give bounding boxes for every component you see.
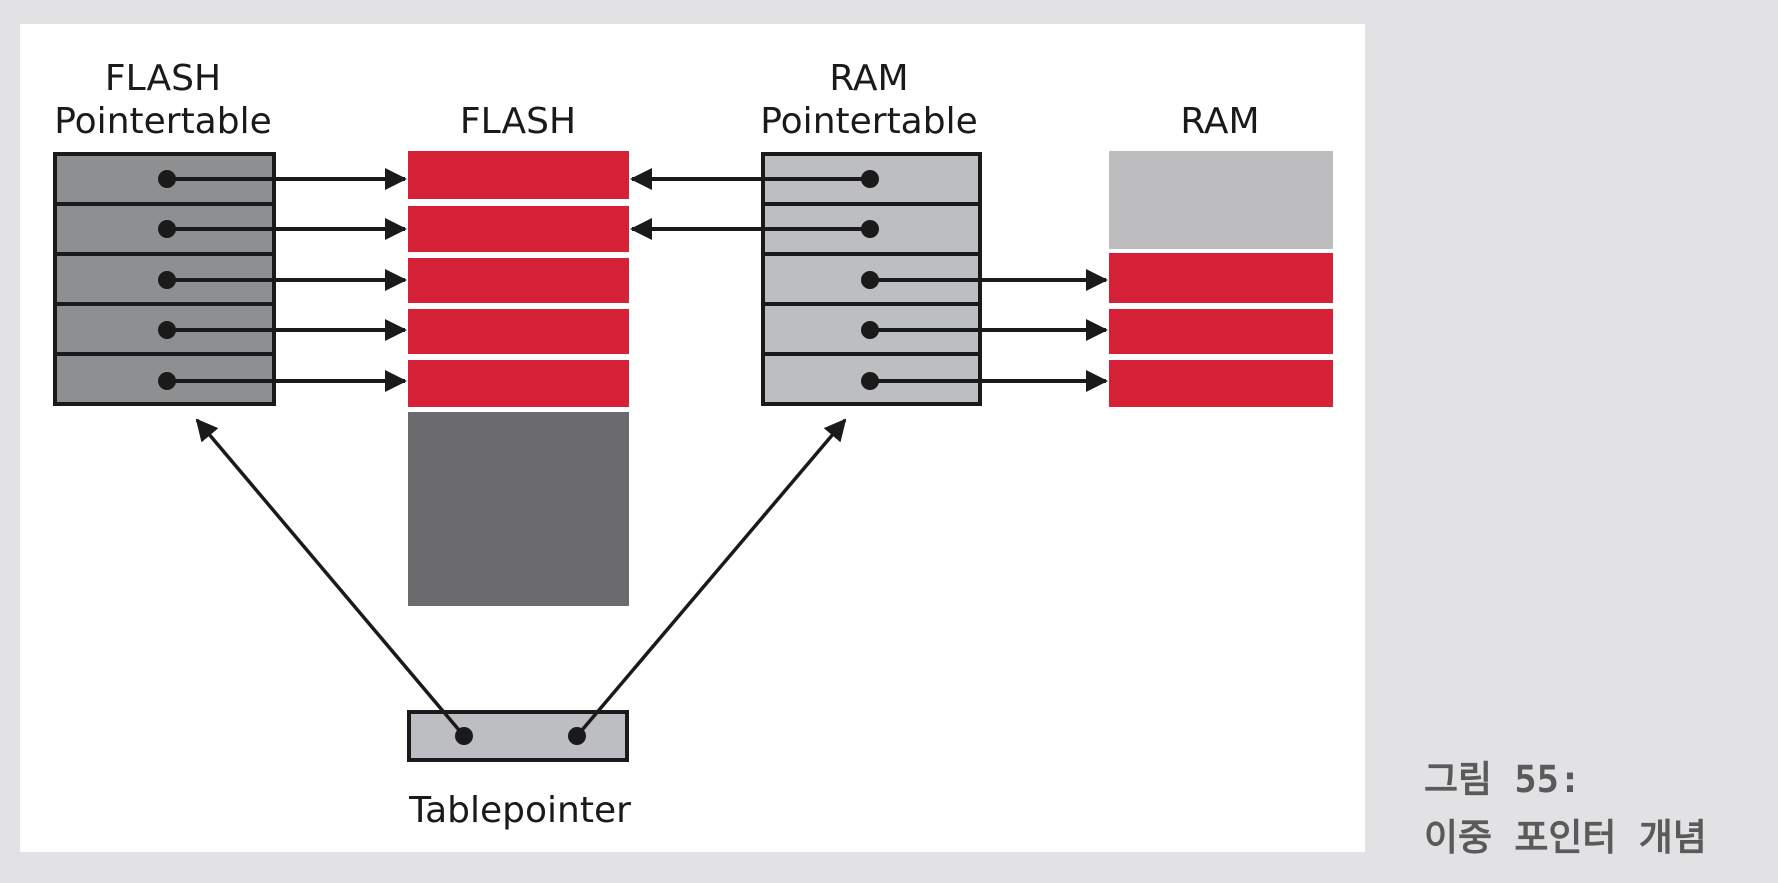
- tablepointer-label: Tablepointer: [408, 790, 631, 831]
- flash-pointertable-heading-line2: Pointertable: [54, 101, 272, 142]
- flash-pointer-arrows: [158, 168, 407, 392]
- flash-heading: FLASH: [460, 101, 576, 142]
- ram-pointer-arrows: [630, 168, 1108, 392]
- ram-pointer-dot-3: [861, 271, 879, 289]
- tablepointer-arrow-to-ram-pointertable: [575, 418, 847, 738]
- tablepointer-arrows: [195, 418, 847, 745]
- ram-used-block-1: [1109, 253, 1333, 303]
- figure-caption-line1: 그림 55:: [1424, 758, 1581, 801]
- flash-pointer-dot-5: [158, 372, 176, 390]
- flash-used-block-3: [408, 258, 629, 303]
- flash-pointer-dot-3: [158, 271, 176, 289]
- ram-memory: [1109, 151, 1333, 407]
- flash-free-area: [408, 412, 629, 606]
- flash-used-block-4: [408, 309, 629, 354]
- ram-free-area: [1109, 151, 1333, 249]
- flash-pointer-dot-1: [158, 170, 176, 188]
- ram-pointertable-heading-line1: RAM: [829, 58, 908, 99]
- flash-memory: [408, 151, 629, 606]
- figure-caption-line2: 이중 포인터 개념: [1424, 816, 1707, 859]
- ram-pointer-dot-5: [861, 372, 879, 390]
- tablepointer-box: [407, 710, 629, 762]
- flash-used-block-5: [408, 360, 629, 407]
- flash-pointer-dot-4: [158, 321, 176, 339]
- tablepointer-dot-left: [455, 727, 473, 745]
- flash-used-block-1: [408, 151, 629, 199]
- ram-pointer-dot-4: [861, 321, 879, 339]
- ram-pointertable-heading-line2: Pointertable: [760, 101, 978, 142]
- ram-pointertable: [761, 152, 982, 406]
- tablepointer-dot-right: [568, 727, 586, 745]
- flash-pointer-dot-2: [158, 220, 176, 238]
- tablepointer-arrow-to-flash-pointertable: [195, 418, 466, 738]
- flash-used-block-2: [408, 206, 629, 252]
- ram-heading: RAM: [1180, 101, 1259, 142]
- ram-pointer-dot-2: [861, 220, 879, 238]
- ram-used-block-2: [1109, 309, 1333, 354]
- flash-pointertable-heading-line1: FLASH: [105, 58, 221, 99]
- ram-pointer-dot-1: [861, 170, 879, 188]
- ram-used-block-3: [1109, 360, 1333, 407]
- diagram-panel: [20, 24, 1365, 852]
